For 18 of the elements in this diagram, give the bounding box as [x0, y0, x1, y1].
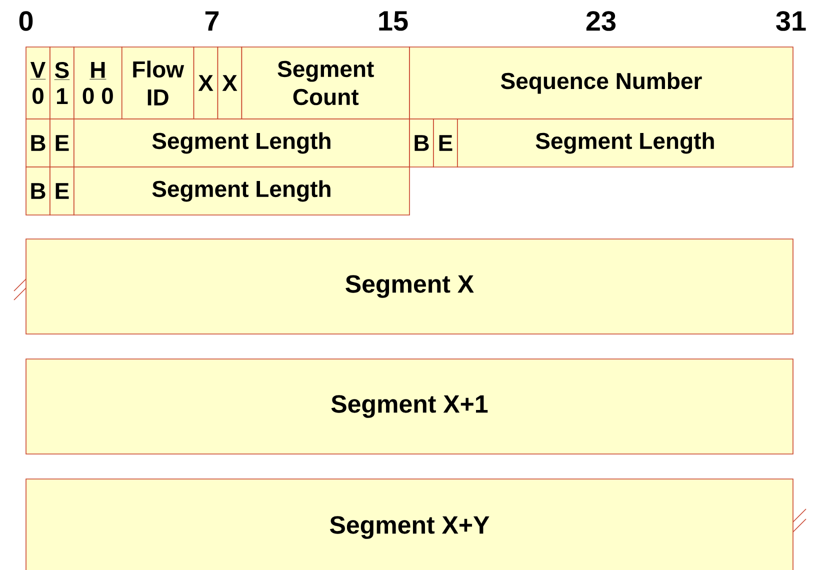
field-cell: E	[50, 118, 74, 168]
bit-number: 7	[205, 11, 219, 31]
segment-box: Segment X	[26, 238, 794, 334]
field-cell: H 0 0	[74, 46, 122, 120]
field-cell: S 1	[50, 46, 74, 120]
field-cell: B	[26, 166, 50, 216]
field-cell: B	[26, 118, 50, 168]
field-cell: E	[50, 166, 74, 216]
segment-box: Segment X+Y	[26, 478, 794, 570]
field-cell: B	[409, 118, 434, 168]
field-cell: E	[433, 118, 458, 168]
field-cell: X	[193, 46, 218, 120]
field-cell: V 0	[26, 46, 50, 120]
bit-number: 15	[379, 11, 408, 31]
segment-box: Segment X+1	[26, 358, 794, 454]
field-cell: X	[217, 46, 242, 120]
bit-number: 31	[776, 11, 806, 31]
bit-number: 0	[19, 11, 33, 31]
